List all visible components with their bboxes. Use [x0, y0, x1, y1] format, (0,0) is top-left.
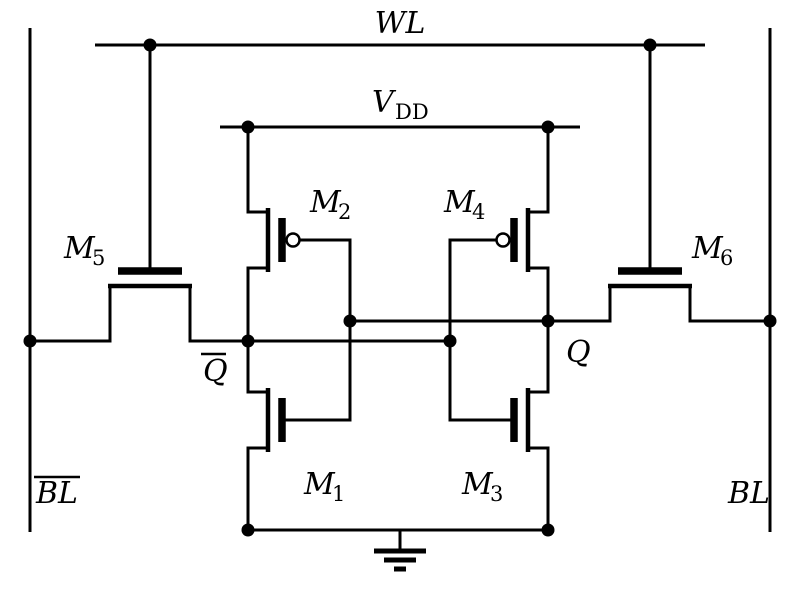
q-node-wire — [350, 286, 770, 323]
junction-dot-wl-m6 — [643, 38, 657, 52]
cross-couple-wire-right — [448, 238, 514, 422]
transistor-m2-pmos — [265, 208, 301, 272]
junction-dot-vdd-left — [241, 120, 255, 134]
junction-dot-gnd-left — [241, 523, 255, 537]
qbar-node-wire — [30, 286, 450, 343]
left-inverter-wire — [246, 127, 268, 530]
m5-label-sub: 5 — [92, 246, 105, 270]
transistor-m1-nmos — [265, 388, 286, 452]
junction-dot-wl-m5 — [143, 38, 157, 52]
ground-symbol — [374, 548, 426, 572]
junction-dot-q-node — [541, 314, 555, 328]
junction-dots — [23, 38, 777, 537]
transistor-m4-pmos — [495, 208, 531, 272]
cross-couple-wire-left — [282, 238, 352, 422]
transistor-m3-nmos — [510, 388, 531, 452]
vdd-label-base: V — [372, 85, 397, 120]
m3-label-base: M — [461, 467, 494, 502]
labels: WL V DD M 2 M 4 M 5 M 6 M 1 M 3 Q Q BL B… — [34, 6, 770, 511]
qbar-label: Q — [203, 354, 228, 389]
m6-label-sub: 6 — [720, 246, 733, 270]
blbar-label: BL — [35, 476, 78, 511]
m2-label-sub: 2 — [338, 200, 351, 224]
wires — [28, 28, 772, 549]
transistor-m5-pass — [108, 267, 192, 289]
junction-dot-blbar — [23, 334, 37, 348]
q-label: Q — [566, 335, 591, 370]
junction-dot-bl — [763, 314, 777, 328]
m4-pmos-bubble — [495, 232, 511, 248]
junction-dot-qbar-gate-tap — [443, 334, 457, 348]
m5-label-base: M — [63, 231, 96, 266]
m3-label-sub: 3 — [490, 482, 503, 506]
m4-label-base: M — [443, 185, 476, 220]
transistor-m6-pass — [608, 267, 692, 289]
m2-label-base: M — [309, 185, 342, 220]
vdd-label-sub: DD — [395, 100, 429, 124]
junction-dot-vdd-right — [541, 120, 555, 134]
junction-dot-qbar-node — [241, 334, 255, 348]
bl-label: BL — [727, 476, 770, 511]
m2-pmos-bubble — [285, 232, 301, 248]
wl-label: WL — [375, 6, 426, 41]
m6-label-base: M — [691, 231, 724, 266]
m1-label-base: M — [303, 467, 336, 502]
m4-label-sub: 4 — [472, 200, 485, 224]
m1-label-sub: 1 — [332, 482, 345, 506]
junction-dot-gnd-right — [541, 523, 555, 537]
junction-dot-q-gate-tap — [343, 314, 357, 328]
right-inverter-wire — [528, 127, 550, 530]
